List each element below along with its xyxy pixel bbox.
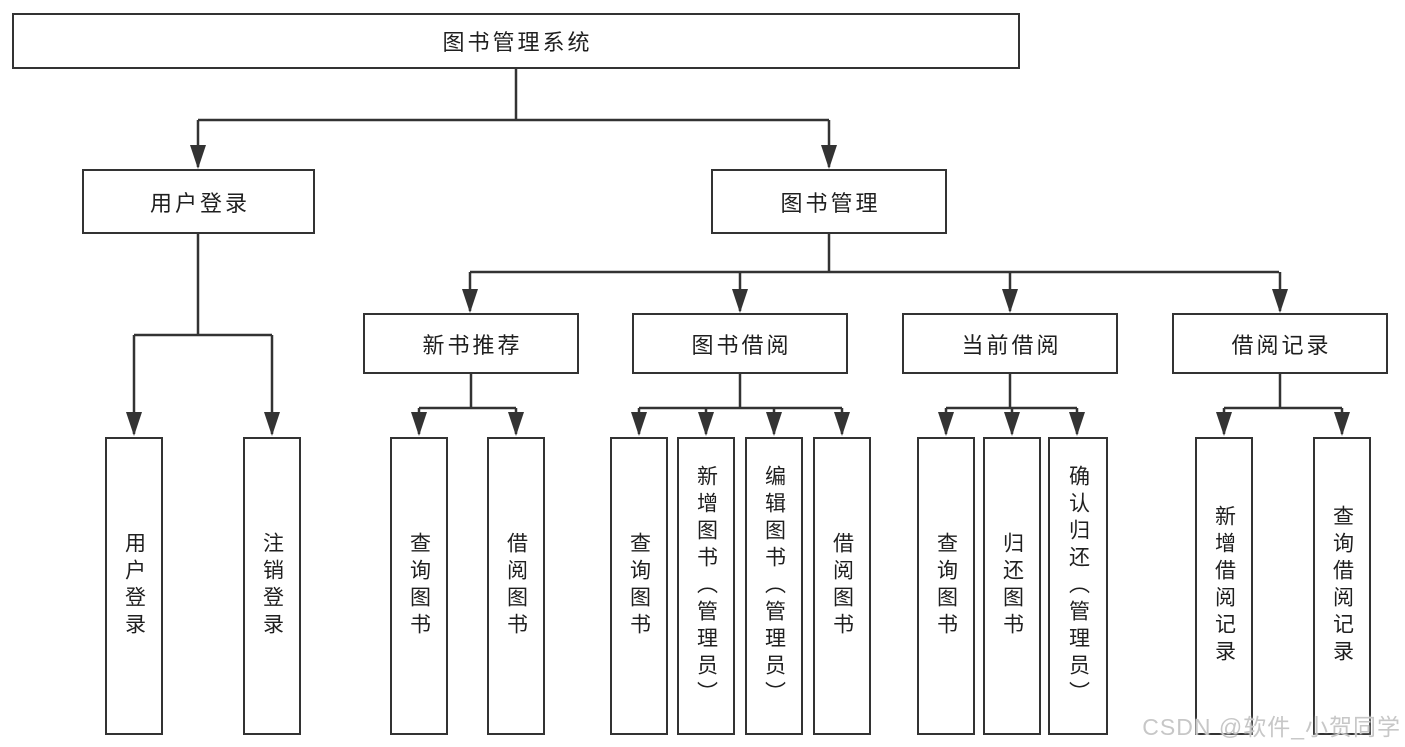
node-borrowing-records: 借阅记录: [1172, 313, 1388, 374]
leaf-query-borrow-record: 查询借阅记录: [1313, 437, 1371, 735]
leaf-confirm-return-admin-label: 确认归还（管理员）: [1066, 464, 1090, 708]
leaf-confirm-return-admin: 确认归还（管理员）: [1048, 437, 1108, 735]
node-new-book-recommendation: 新书推荐: [363, 313, 579, 374]
node-user-login-branch-label: 用户登录: [149, 190, 250, 216]
leaf-user-login-label: 用户登录: [122, 532, 146, 640]
node-book-management-branch: 图书管理: [711, 169, 947, 234]
leaf-return-books: 归还图书: [983, 437, 1041, 735]
leaf-borrow-books-recommend-label: 借阅图书: [504, 532, 528, 640]
node-new-book-recommendation-label: 新书推荐: [422, 332, 523, 358]
node-current-borrowing: 当前借阅: [902, 313, 1118, 374]
connector-rails: [134, 69, 1342, 410]
leaf-query-books-current: 查询图书: [917, 437, 975, 735]
leaf-logout-label: 注销登录: [260, 532, 284, 640]
leaf-query-borrow-record-label: 查询借阅记录: [1330, 505, 1354, 667]
leaf-query-books-recommend-label: 查询图书: [407, 532, 431, 640]
leaf-add-borrow-record: 新增借阅记录: [1195, 437, 1253, 735]
leaf-query-books-borrowing: 查询图书: [610, 437, 668, 735]
leaf-return-books-label: 归还图书: [1000, 532, 1024, 640]
node-library-system: 图书管理系统: [12, 13, 1020, 69]
node-book-management-branch-label: 图书管理: [780, 190, 881, 216]
leaf-borrow-books-borrowing-label: 借阅图书: [830, 532, 854, 640]
leaf-query-books-recommend: 查询图书: [390, 437, 448, 735]
node-user-login-branch: 用户登录: [82, 169, 315, 234]
leaf-query-books-borrowing-label: 查询图书: [627, 532, 651, 640]
node-library-system-label: 图书管理系统: [442, 30, 593, 55]
leaf-add-books-admin-label: 新增图书（管理员）: [694, 464, 718, 708]
leaf-add-borrow-record-label: 新增借阅记录: [1212, 505, 1236, 667]
node-book-borrowing-label: 图书借阅: [691, 332, 792, 358]
leaf-query-books-current-label: 查询图书: [934, 532, 958, 640]
node-borrowing-records-label: 借阅记录: [1231, 332, 1332, 358]
node-current-borrowing-label: 当前借阅: [961, 332, 1062, 358]
leaf-borrow-books-recommend: 借阅图书: [487, 437, 545, 735]
node-book-borrowing: 图书借阅: [632, 313, 848, 374]
leaf-user-login: 用户登录: [105, 437, 163, 735]
leaf-logout: 注销登录: [243, 437, 301, 735]
csdn-watermark: CSDN @软件_小贺同学: [1142, 714, 1401, 740]
leaf-edit-books-admin-label: 编辑图书（管理员）: [762, 464, 786, 708]
leaf-add-books-admin: 新增图书（管理员）: [677, 437, 735, 735]
leaf-borrow-books-borrowing: 借阅图书: [813, 437, 871, 735]
leaf-edit-books-admin: 编辑图书（管理员）: [745, 437, 803, 735]
